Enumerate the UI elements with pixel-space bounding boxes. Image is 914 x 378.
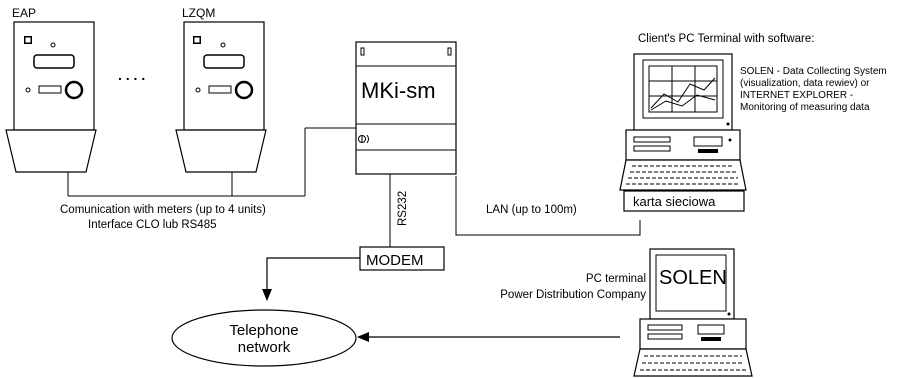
meters-ellipsis: . . . . [118,67,145,83]
lan-label: LAN (up to 100m) [486,204,577,216]
bus-label-line2: Interface CLO lub RS485 [88,219,217,231]
client-pc-desc-2: (visualization, data rewiev) or [740,78,870,89]
gateway-label: MKi-sm [361,78,436,103]
network-card-label: karta sieciowa [633,194,716,209]
meter-eap: EAP [5,6,97,173]
client-pc-desc-4: Monitoring of measuring data [740,102,870,113]
modem-box: MODEM [359,246,445,271]
client-pc-desc-1: SOLEN - Data Collecting System [740,66,887,77]
network-label-line2: network [238,339,291,356]
telephone-network: Telephone network [171,309,357,367]
company-pc-screen-label: SOLEN [659,267,727,289]
bus-label-line1: Comunication with meters (up to 4 units) [60,204,266,216]
meter-lzqm-label: LZQM [182,6,215,20]
client-pc-desc-3: INTERNET EXPLORER - [740,90,853,101]
modem-label: MODEM [366,252,424,269]
gateway-mki-sm: MKi-sm [355,41,457,175]
company-pc-label-line1: PC terminal [586,273,646,285]
meter-lzqm: LZQM [175,6,267,173]
client-pc: Client's PC Terminal with software: kart… [619,33,887,212]
lan-line [455,176,641,236]
client-pc-heading: Client's PC Terminal with software: [638,33,814,45]
company-pc-label-line2: Power Distribution Company [500,289,646,301]
network-label-line1: Telephone [229,322,298,339]
meter-eap-label: EAP [12,6,36,20]
modem-to-network-arrow [262,257,360,301]
rs232-label: RS232 [397,191,409,226]
company-pc: SOLEN PC terminal Power Distribution Com… [500,248,753,377]
meter-bus [67,127,356,197]
